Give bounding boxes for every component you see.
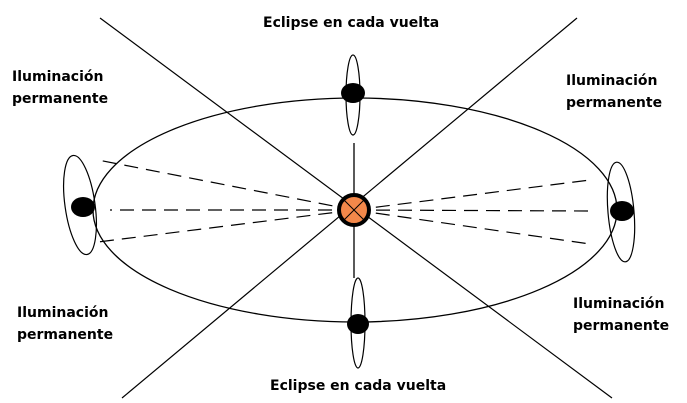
bottom-planet-body: [347, 314, 369, 334]
sun: [337, 193, 371, 227]
label-lower-left-line1: Iluminación: [17, 305, 109, 321]
label-lower-right-line1: Iluminación: [573, 296, 665, 312]
right-planet: [606, 161, 636, 263]
sun-cross-2: [343, 199, 365, 221]
label-top-text: Eclipse en cada vuelta: [263, 15, 440, 31]
label-upper-right: Iluminación permanente: [566, 70, 662, 114]
label-lower-right: Iluminación permanente: [573, 293, 669, 337]
label-lower-right-line2: permanente: [573, 318, 670, 334]
top-planet-body: [341, 83, 365, 103]
right-planet-body: [610, 201, 634, 221]
label-bottom-text: Eclipse en cada vuelta: [270, 378, 447, 394]
label-upper-left-line2: permanente: [12, 91, 109, 107]
label-bottom: Eclipse en cada vuelta: [270, 375, 446, 397]
label-lower-left-line2: permanente: [17, 327, 114, 343]
left-planet-body: [71, 197, 95, 217]
label-lower-left: Iluminación permanente: [17, 302, 113, 346]
label-upper-right-line1: Iluminación: [566, 73, 658, 89]
dashed-rays: [97, 159, 591, 245]
label-upper-left: Iluminación permanente: [12, 66, 108, 110]
left-planet: [62, 154, 98, 256]
label-upper-right-line2: permanente: [566, 95, 663, 111]
bottom-planet: [347, 277, 369, 369]
label-top: Eclipse en cada vuelta: [263, 12, 439, 34]
label-upper-left-line1: Iluminación: [12, 69, 104, 85]
top-planet: [341, 54, 365, 136]
left-planet-orbit: [62, 154, 98, 256]
